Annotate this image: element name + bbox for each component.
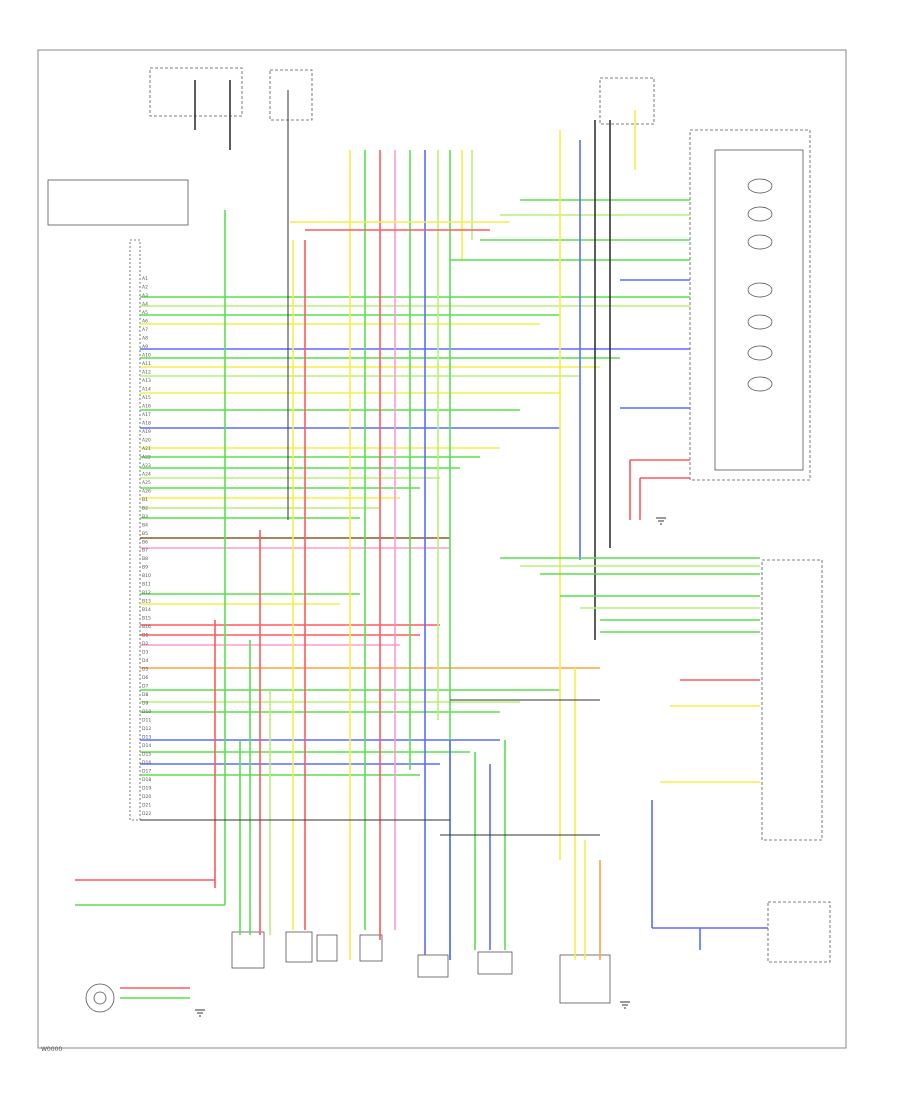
ecu-pin-label: D6: [142, 675, 148, 681]
ecu-pin-label: A4: [142, 302, 148, 308]
ecu-pin-label: A21: [142, 446, 151, 452]
ecu-pin-label: B4: [142, 522, 148, 528]
lockup-solenoid: [316, 934, 338, 962]
ecu-pin-labels: A1A2A3A4A5A6A7A8A9A10A11A12A13A14A15A16A…: [142, 276, 151, 817]
ecu-pin-label: A7: [142, 327, 148, 333]
ecu-pin-label: D10: [142, 709, 151, 715]
ecu-pin-label: A8: [142, 335, 148, 341]
ecu-pin-label: A19: [142, 429, 151, 435]
ecu-pin-label: D15: [142, 752, 151, 758]
mainshaft-speed-sensor: [477, 951, 513, 975]
shift-switch-assembly: [761, 559, 823, 841]
ecu-pin-label: D2: [142, 641, 148, 647]
components: [47, 67, 831, 1013]
ecu-pin-label: D13: [142, 735, 151, 741]
ecu-pin-label: B12: [142, 590, 151, 596]
ecu-pin-label: D12: [142, 726, 151, 732]
ecu-pin-label: D5: [142, 667, 148, 673]
ecu-pin-label: B8: [142, 556, 148, 562]
range-switch: [47, 179, 189, 226]
ecu-pin-label: B16: [142, 624, 151, 630]
shift-solenoid-a: [231, 931, 265, 969]
linear-solenoid: [559, 954, 611, 1004]
ecu-pin-label: A26: [142, 488, 151, 494]
ground-symbols: [195, 517, 666, 1017]
ecu-pin-label: A24: [142, 471, 151, 477]
fuse-block-left: [149, 67, 243, 117]
ecu-pin-label: B11: [142, 582, 151, 588]
tcm-ecu: [129, 239, 141, 821]
ecu-pin-label: A1: [142, 276, 148, 282]
ecu-pin-label: D1: [142, 633, 148, 639]
ecu-pin-label: A9: [142, 344, 148, 350]
ecu-pin-label: B9: [142, 565, 148, 571]
ecu-pin-label: A18: [142, 420, 151, 426]
ecu-pin-label: B2: [142, 505, 148, 511]
ecu-pin-label: A15: [142, 395, 151, 401]
diagram-frame: [37, 49, 847, 1049]
countershaft-speed-sensor: [417, 954, 449, 978]
ecu-pin-label: A23: [142, 463, 151, 469]
ecu-pin-label: B6: [142, 539, 148, 545]
fuse-block-center: [269, 69, 313, 121]
sensor-module: [689, 129, 811, 481]
ecu-pin-label: D19: [142, 786, 151, 792]
shift-solenoid-b: [285, 931, 313, 963]
ecu-pin-label: B5: [142, 531, 148, 537]
ecu-pin-label: A20: [142, 437, 151, 443]
ecu-pin-label: D17: [142, 769, 151, 775]
ecu-pin-label: D18: [142, 777, 151, 783]
ecu-pin-label: B7: [142, 548, 148, 554]
wires: [75, 80, 768, 999]
ecu-pin-label: A22: [142, 454, 151, 460]
diagram-code: W0000: [41, 1046, 63, 1053]
fuse-block-right: [599, 77, 655, 125]
ecu-pin-label: B1: [142, 497, 148, 503]
ecu-pin-label: A11: [142, 361, 151, 367]
ecu-pin-label: D21: [142, 803, 151, 809]
ecu-pin-label: A6: [142, 319, 148, 325]
ecu-pin-label: A2: [142, 285, 148, 291]
ecu-pin-label: A17: [142, 412, 151, 418]
ecu-pin-label: D7: [142, 684, 148, 690]
ecu-pin-label: B14: [142, 607, 151, 613]
ecu-pin-label: D8: [142, 692, 148, 698]
ecu-pin-label: A3: [142, 293, 148, 299]
ecu-pin-label: D22: [142, 811, 151, 817]
sensor-module-inner: [714, 149, 804, 471]
ecu-pin-label: B13: [142, 599, 151, 605]
ecu-pin-label: A10: [142, 352, 151, 358]
ecu-pin-label: A12: [142, 369, 151, 375]
ecu-pin-label: D3: [142, 650, 148, 656]
ecu-pin-label: D4: [142, 658, 148, 664]
ecu-pin-label: D16: [142, 760, 151, 766]
ecu-pin-label: A13: [142, 378, 151, 384]
ecu-pin-label: D14: [142, 743, 151, 749]
ecu-pin-label: D9: [142, 701, 148, 707]
vehicle-speed-sensor: [85, 983, 115, 1013]
ecu-pin-label: B10: [142, 573, 151, 579]
ecu-pin-label: B3: [142, 514, 148, 520]
ecu-pin-label: A25: [142, 480, 151, 486]
ecu-pin-label: A14: [142, 386, 151, 392]
tcm-connector-box: [767, 901, 831, 963]
shift-control-solenoid: [359, 934, 383, 962]
ecu-pin-label: B15: [142, 616, 151, 622]
ecu-pin-label: D20: [142, 794, 151, 800]
ecu-pin-label: A16: [142, 403, 151, 409]
ecu-pin-label: D11: [142, 718, 151, 724]
ecu-pin-label: A5: [142, 310, 148, 316]
